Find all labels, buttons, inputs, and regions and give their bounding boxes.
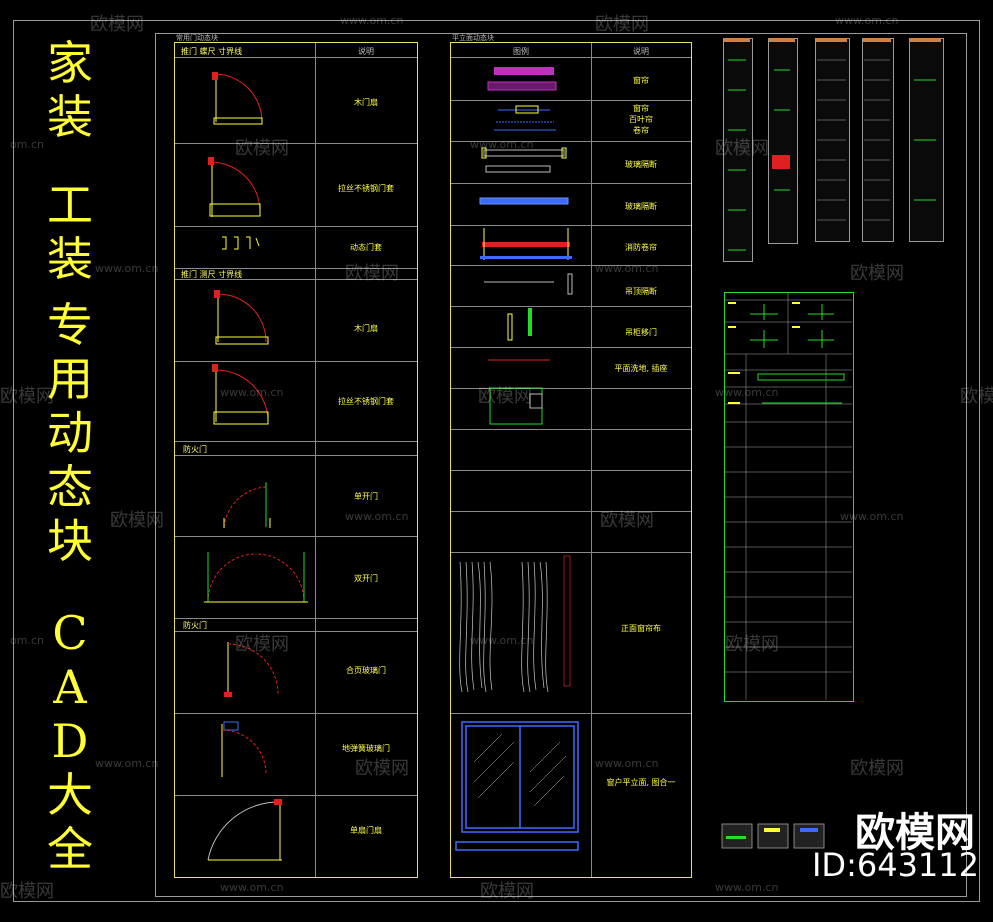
title-char: 装: [47, 90, 93, 144]
mid-table-header: 平立面动态块: [452, 34, 494, 42]
watermark: 欧模网: [355, 758, 409, 779]
watermark-url: www.om.cn: [95, 262, 159, 275]
watermark-url: www.om.cn: [345, 510, 409, 523]
block-label: 玻璃隔断: [625, 202, 657, 211]
watermark-url: www.om.cn: [835, 14, 899, 27]
watermark: 欧模网: [478, 386, 532, 407]
asset-id: ID:643112: [811, 846, 979, 884]
title-char: A: [53, 660, 87, 714]
brand-logo: 欧模网: [855, 810, 975, 856]
watermark-url: www.om.cn: [595, 757, 659, 770]
block-label: 玻璃隔断: [625, 160, 657, 169]
door-drawings: [204, 72, 308, 861]
block-label: 窗帘: [633, 76, 649, 85]
mid-table: 图例 说明 窗帘 窗帘 百叶帘 卷帘 玻璃隔断 玻璃隔断 消防卷帘 吊顶隔断 吊…: [450, 42, 692, 878]
title-char: 用: [47, 352, 93, 406]
watermark: 欧模网: [600, 510, 654, 531]
title-char: D: [51, 714, 89, 768]
watermark: 欧模网: [90, 14, 144, 35]
door-label: 地弹簧玻璃门: [342, 744, 390, 753]
title-char: 动: [47, 406, 93, 460]
watermark: 欧模网: [235, 138, 289, 159]
title-char: 块: [47, 514, 93, 568]
outer-frame: [13, 20, 980, 902]
title-char: 装: [47, 232, 93, 286]
door-label: 拉丝不锈钢门套: [338, 397, 394, 406]
block-label: 吊顶隔断: [625, 287, 657, 296]
bottom-thumbnails: [721, 823, 825, 849]
watermark-url: www.om.cn: [595, 262, 659, 275]
watermark-url: www.om.cn: [840, 510, 904, 523]
block-label: 窗帘 百叶帘 卷帘: [629, 104, 653, 135]
watermark: 欧模网: [345, 263, 399, 284]
block-label: 窗户平立面, 图合一: [606, 778, 676, 787]
door-label: 单扇门扇: [350, 826, 382, 835]
legend-details: [724, 292, 852, 700]
mid-col2-header: 说明: [633, 47, 649, 56]
door-label: 合页玻璃门: [346, 666, 386, 675]
title-char: 大: [47, 768, 93, 822]
door-label: 双开门: [354, 574, 378, 583]
door-label: 单开门: [354, 492, 378, 501]
left-table-header: 常用门动态块: [176, 34, 218, 42]
block-label: 正面窗帘布: [621, 624, 661, 633]
watermark: 欧模网: [960, 386, 993, 407]
section-label: 防火门: [183, 621, 207, 630]
watermark: 欧模网: [0, 386, 54, 407]
watermark: 欧模网: [0, 881, 54, 902]
block-drawings: [455, 67, 579, 851]
thumbnail-sheet: [723, 38, 753, 262]
watermark-url: www.om.cn: [340, 14, 404, 27]
watermark-url: www.om.cn: [220, 881, 284, 894]
watermark: 欧模网: [850, 758, 904, 779]
inner-frame: [155, 33, 967, 897]
watermark-url: www.om.cn: [715, 881, 779, 894]
door-label: 动态门套: [350, 243, 382, 252]
thumbnail-sheet: [768, 38, 798, 244]
title-char: 专: [47, 298, 93, 352]
watermark-url: www.om.cn: [220, 386, 284, 399]
watermark-url: www.om.cn: [95, 757, 159, 770]
door-label: 拉丝不锈钢门套: [338, 184, 394, 193]
block-label: 吊柜移门: [625, 328, 657, 337]
section-label: 防火门: [183, 445, 207, 454]
title-char: C: [52, 606, 88, 660]
title-char: 家: [47, 36, 93, 90]
block-label: 平面洗地, 插座: [614, 364, 668, 373]
section-label: 推门 测尺 寸界线: [181, 270, 243, 279]
left-col-header: 说明: [358, 47, 374, 56]
watermark: 欧模网: [235, 634, 289, 655]
watermark-url: om.cn: [10, 138, 44, 151]
block-label: 消防卷帘: [625, 243, 657, 252]
watermark: 欧模网: [725, 634, 779, 655]
watermark: 欧模网: [715, 138, 769, 159]
watermark-url: www.om.cn: [470, 634, 534, 647]
watermark: 欧模网: [850, 263, 904, 284]
title-char: 态: [47, 460, 93, 514]
title-char: 工: [47, 178, 93, 232]
section-label: 推门 蝶尺 寸界线: [181, 47, 243, 56]
title-char: 全: [47, 822, 93, 876]
mid-col1-header: 图例: [513, 47, 529, 56]
watermark: 欧模网: [110, 510, 164, 531]
door-label: 木门扇: [354, 98, 378, 107]
door-label: 木门扇: [354, 324, 378, 333]
left-table: 说明 推门 蝶尺 寸界线 推门 测尺 寸界线 防火门 防火门 木门扇 拉丝不锈钢…: [174, 42, 418, 878]
watermark: 欧模网: [480, 881, 534, 902]
watermark-url: om.cn: [10, 634, 44, 647]
watermark: 欧模网: [595, 14, 649, 35]
watermark-url: www.om.cn: [715, 386, 779, 399]
watermark-url: www.om.cn: [470, 138, 534, 151]
